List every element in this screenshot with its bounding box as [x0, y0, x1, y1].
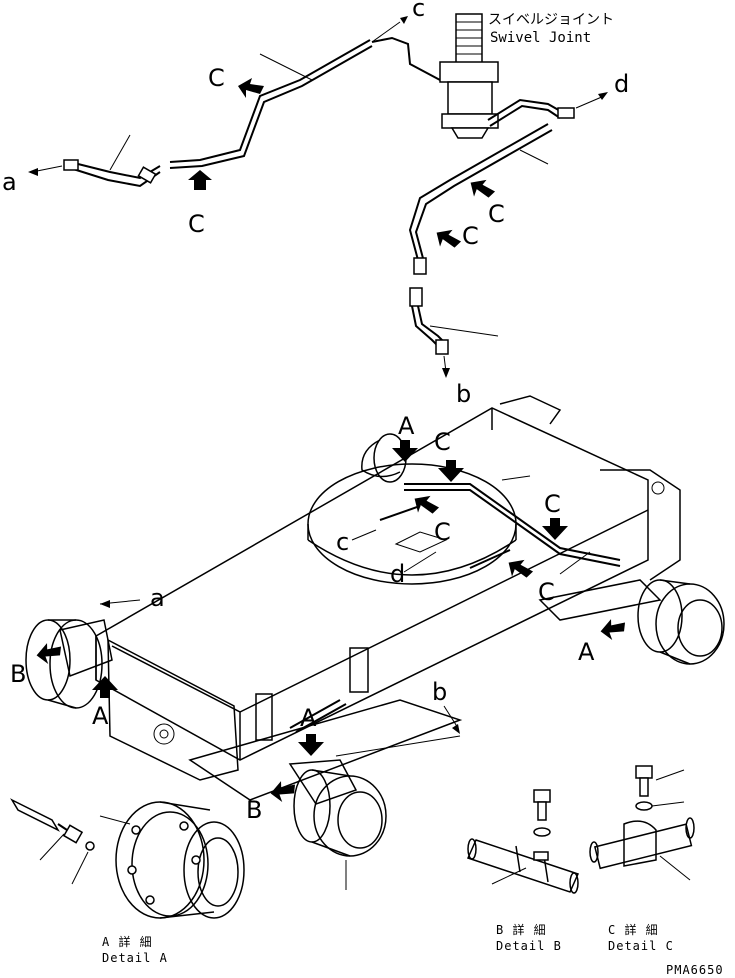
svg-text:スイベルジョイント: スイベルジョイント: [488, 12, 614, 28]
arrow-c-5: C: [434, 428, 464, 482]
arrow-a-left: A: [92, 676, 118, 730]
svg-text:C: C: [538, 578, 555, 606]
svg-text:C: C: [462, 222, 479, 250]
swivel-joint: [439, 13, 499, 139]
swivel-plate: [307, 463, 517, 585]
svg-text:c: c: [336, 528, 349, 556]
svg-text:C 詳 細: C 詳 細: [608, 922, 659, 937]
arrow-a-right: A: [578, 619, 626, 666]
svg-text:a: a: [150, 584, 165, 612]
svg-text:C: C: [208, 64, 225, 92]
detail-a-caption: A 詳 細 Detail A: [102, 934, 168, 965]
drawing-code: PMA6650: [666, 963, 724, 977]
arrow-c-3: C: [470, 179, 505, 228]
svg-text:C: C: [544, 490, 561, 518]
wheel-bottom: [288, 759, 387, 857]
arrow-c-7: C: [542, 490, 568, 540]
arrow-b-left: B: [10, 643, 62, 688]
svg-text:d: d: [614, 70, 629, 98]
svg-text:B: B: [246, 796, 262, 824]
detail-b: [466, 789, 580, 894]
svg-text:Detail A: Detail A: [102, 951, 168, 965]
svg-text:A 詳 細: A 詳 細: [102, 934, 153, 949]
svg-text:Swivel Joint: Swivel Joint: [490, 30, 591, 46]
svg-text:c: c: [412, 0, 425, 22]
svg-text:C: C: [188, 210, 205, 238]
svg-text:a: a: [2, 168, 17, 196]
detail-b-caption: B 詳 細 Detail B: [496, 922, 562, 953]
svg-text:b: b: [432, 678, 447, 706]
svg-text:C: C: [434, 428, 451, 456]
svg-text:Detail C: Detail C: [608, 939, 674, 953]
svg-text:A: A: [398, 412, 415, 440]
svg-text:b: b: [456, 380, 471, 408]
arrow-c-4: C: [436, 222, 479, 250]
arrow-c-8: C: [508, 559, 555, 606]
wheel-left: [25, 619, 113, 709]
svg-text:B: B: [10, 660, 26, 688]
detail-c-caption: C 詳 細 Detail C: [608, 922, 674, 953]
arrow-c-1: C: [208, 64, 264, 98]
svg-text:A: A: [578, 638, 595, 666]
detail-c: [589, 765, 695, 881]
wheel-right: [637, 579, 725, 665]
svg-text:B 詳 細: B 詳 細: [496, 922, 547, 937]
svg-text:C: C: [434, 518, 451, 546]
detail-a: [10, 798, 245, 919]
arrow-a-top: A: [392, 412, 418, 462]
swivel-joint-label: スイベルジョイント Swivel Joint: [488, 12, 614, 46]
arrow-c-6: C: [414, 495, 451, 546]
svg-text:C: C: [488, 200, 505, 228]
arrow-b-bottom: B: [246, 781, 296, 824]
svg-text:d: d: [390, 560, 405, 588]
chassis-frame: [95, 395, 681, 801]
svg-text:A: A: [92, 702, 109, 730]
svg-text:Detail B: Detail B: [496, 939, 562, 953]
arrow-c-2: C: [188, 170, 212, 238]
